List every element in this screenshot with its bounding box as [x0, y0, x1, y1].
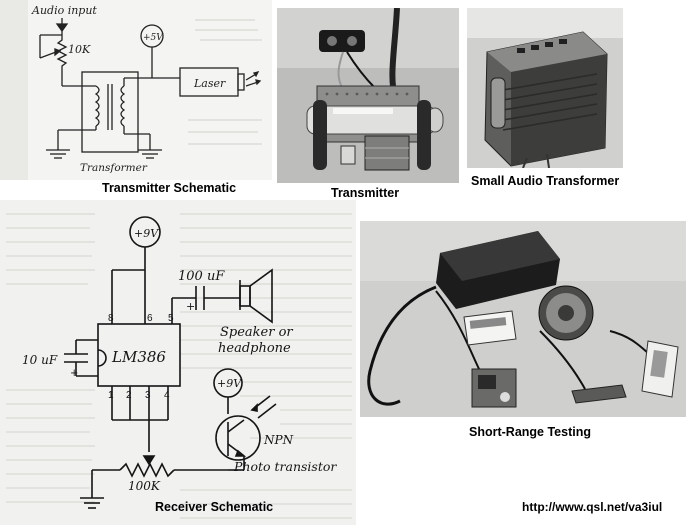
lm386-label: LM386	[111, 348, 166, 366]
ground-symbol-right	[138, 149, 162, 159]
cap-10uf-plus: +	[70, 368, 78, 379]
mini-transformer	[364, 135, 410, 171]
battery-clip	[319, 30, 365, 52]
transformer-label: Transformer	[80, 162, 148, 174]
receiver-schematic-panel: +9V 100 uF + 10 uF + LM386 8 6 5 1 2 3 4…	[0, 200, 356, 525]
receiver-schematic-caption: Receiver Schematic	[155, 500, 274, 514]
pot-10k-label: 10K	[68, 43, 91, 56]
footer-url[interactable]: http://www.qsl.net/va3iul	[522, 500, 663, 514]
testing-photo-caption: Short-Range Testing	[469, 425, 591, 439]
pin-8-label: 8	[108, 313, 114, 324]
pin-3-label: 3	[145, 390, 151, 401]
pin-6-label: 6	[147, 313, 153, 324]
primary-coil	[94, 85, 100, 127]
receiver-schematic: +9V 100 uF + 10 uF + LM386 8 6 5 1 2 3 4…	[0, 200, 356, 525]
cap-100uf-label: 100 uF	[178, 269, 225, 284]
photo-transistor	[215, 415, 261, 461]
speaker-cone	[249, 268, 273, 324]
pin-5-label: 5	[168, 313, 174, 324]
pot-100k-resistor	[119, 462, 175, 478]
laser-label: Laser	[193, 77, 226, 90]
cable-left	[367, 285, 437, 406]
lm386-chip	[97, 323, 181, 387]
transmitter-schematic: Audio input 10K +5V Laser Transformer	[0, 0, 272, 180]
photo-transistor-label: Photo transistor	[233, 459, 337, 474]
transformer-box	[81, 71, 139, 153]
testing-photo	[360, 221, 686, 417]
npn-label: NPN	[263, 433, 294, 447]
small-board	[571, 384, 627, 404]
ground-symbol-receiver	[80, 497, 104, 509]
transformer-photo-caption: Small Audio Transformer	[471, 174, 620, 188]
pin-1-label: 1	[108, 390, 114, 401]
supply-9v-right-label: +9V	[217, 377, 242, 390]
transmitter-schematic-caption: Transmitter Schematic	[102, 181, 237, 195]
speaker-label-line2: headphone	[218, 341, 291, 356]
transformer-photo	[467, 8, 623, 168]
supply-5v-label: +5V	[143, 33, 164, 43]
ground-symbol-left	[46, 149, 70, 159]
secondary-coil	[120, 85, 126, 127]
speaker-label-line1: Speaker or	[220, 325, 293, 340]
supply-9v-top-label: +9V	[134, 227, 159, 240]
pot-10k-resistor	[56, 35, 68, 86]
pin-4-label: 4	[164, 390, 170, 401]
transmitter-schematic-panel: Audio input 10K +5V Laser Transformer	[0, 0, 272, 180]
cap-100uf-plus: +	[186, 300, 195, 313]
transmitter-photo	[277, 8, 459, 183]
pin-2-label: 2	[126, 390, 132, 401]
cap-10uf-label: 10 uF	[22, 353, 58, 367]
transmitter-photo-caption: Transmitter	[331, 186, 400, 200]
pot-100k-label: 100K	[128, 479, 161, 493]
audio-input-label: Audio input	[31, 4, 97, 17]
